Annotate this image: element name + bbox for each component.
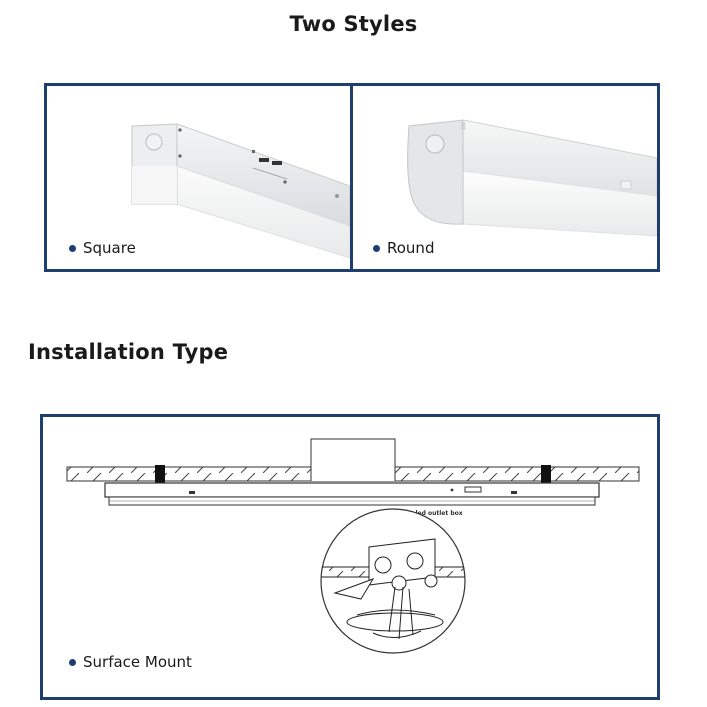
- install-item-surface-mount: Surface Mount: [69, 653, 192, 671]
- style-item-label: Square: [83, 239, 136, 257]
- install-item-label: Surface Mount: [83, 653, 192, 671]
- installation-type-heading: Installation Type: [28, 340, 229, 364]
- round-fixture-illustration: [407, 119, 657, 237]
- bullet-dot: [69, 658, 76, 666]
- bullet-dot: [69, 244, 76, 252]
- style-item-square: Square: [69, 239, 136, 257]
- surface-mount-diagram: Concealed outlet box: [66, 438, 640, 654]
- round-fixture-panel: Round: [353, 86, 657, 269]
- installation-frame: Concealed outlet box Surface Mount: [40, 414, 660, 700]
- bullet-dot: [373, 244, 380, 252]
- style-item-label: Round: [387, 239, 435, 257]
- square-fixture-panel: Square: [47, 86, 350, 269]
- square-fixture-illustration: [131, 123, 350, 259]
- style-item-round: Round: [373, 239, 434, 257]
- concealed-outlet-box-callout: Concealed outlet box: [391, 510, 463, 517]
- styles-divider: [350, 83, 353, 272]
- two-styles-heading: Two Styles: [289, 12, 418, 36]
